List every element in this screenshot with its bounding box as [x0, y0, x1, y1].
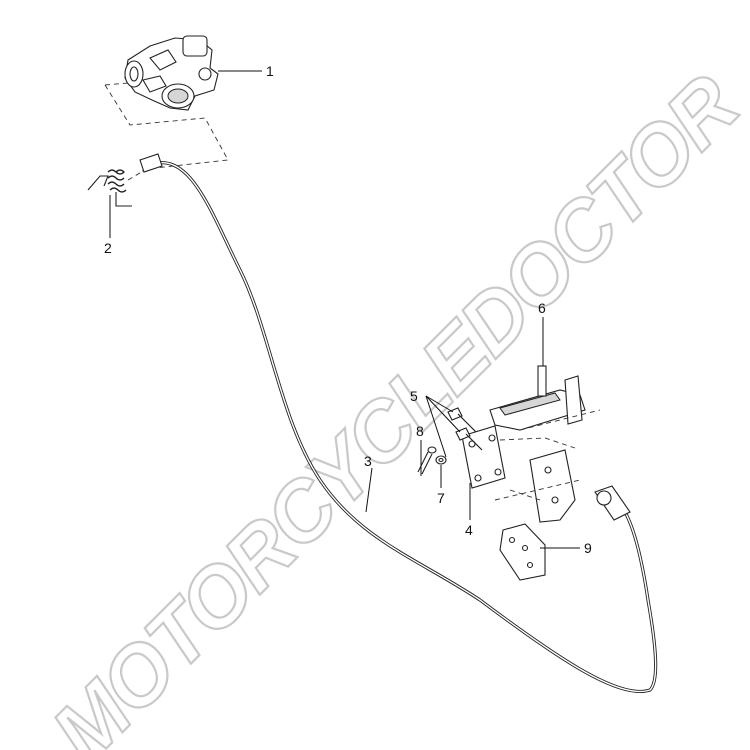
washer-part [435, 455, 447, 465]
leader-lines [109, 70, 580, 549]
callout-9: 9 [584, 540, 592, 556]
small-bracket-part [499, 523, 546, 581]
callout-6: 6 [538, 300, 546, 316]
cotter-pin-part [417, 446, 437, 475]
callout-2: 2 [104, 240, 112, 256]
callout-3: 3 [364, 453, 372, 469]
callouts: 1 2 3 4 5 6 7 8 9 [104, 63, 592, 556]
pedal-bracket-part [489, 365, 601, 523]
callout-5: 5 [410, 388, 418, 404]
callout-4: 4 [465, 522, 473, 538]
callout-7: 7 [437, 490, 445, 506]
throttle-cable-part [139, 153, 658, 694]
throttle-body-part [104, 35, 229, 173]
callout-1: 1 [266, 63, 274, 79]
return-spring-part [87, 169, 146, 207]
callout-8: 8 [416, 423, 424, 439]
